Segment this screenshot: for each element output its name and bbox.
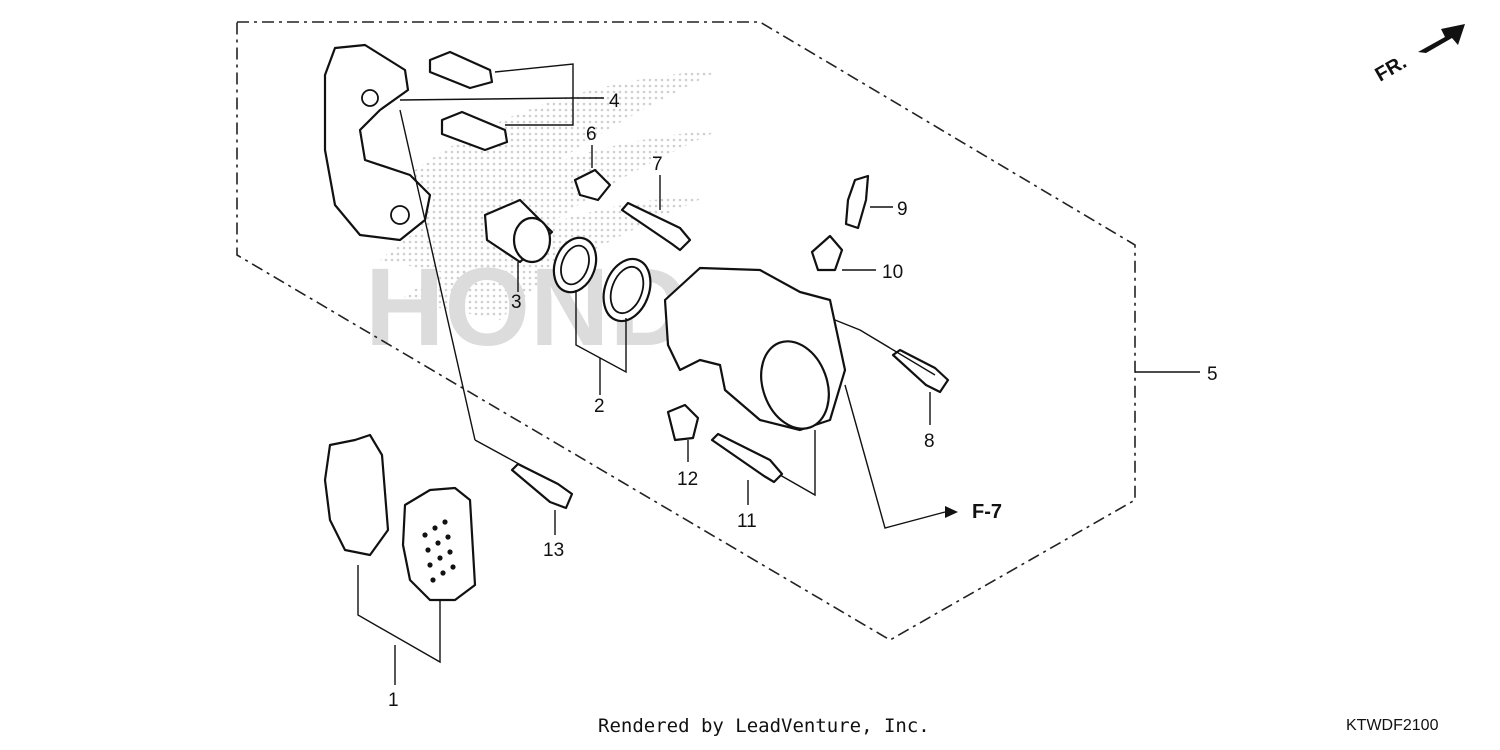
bolt-8 [891,348,950,394]
caliper-body [663,266,847,432]
diagram-code: KTWDF2100 [1346,717,1439,734]
leader-lines [357,63,1200,685]
caliper-bracket [323,43,432,242]
pad-spring-clips [428,50,509,152]
bolt-13 [510,462,574,510]
front-direction-indicator: FR. [1372,24,1465,86]
washer-clip [810,234,844,272]
callout-8: 8 [924,431,935,452]
callout-4: 4 [609,91,620,112]
assembly-outline [236,21,1136,641]
callout-13: 13 [543,540,564,561]
callout-11: 11 [737,511,757,532]
direction-arrow-icon [1418,24,1465,53]
bleed-cap [573,168,612,202]
callout-1: 1 [388,690,399,711]
bleeder-screw [844,174,870,230]
callout-6: 6 [586,124,597,145]
pin-bolt [620,201,692,252]
boot-12 [666,403,700,442]
pin-11 [710,432,784,484]
callout-2: 2 [594,396,605,417]
reference-label: F-7 [972,501,1002,523]
callout-3: 3 [511,292,522,313]
callout-12: 12 [677,469,698,490]
callout-5: 5 [1207,364,1218,385]
piston-seals [552,236,652,323]
caliper-piston [483,198,554,264]
callout-7: 7 [652,154,663,175]
callout-9: 9 [897,199,908,220]
direction-label: FR. [1372,51,1411,86]
callout-10: 10 [882,262,903,283]
brake-pads [323,433,477,602]
footer-credit: Rendered by LeadVenture, Inc. [598,715,930,737]
